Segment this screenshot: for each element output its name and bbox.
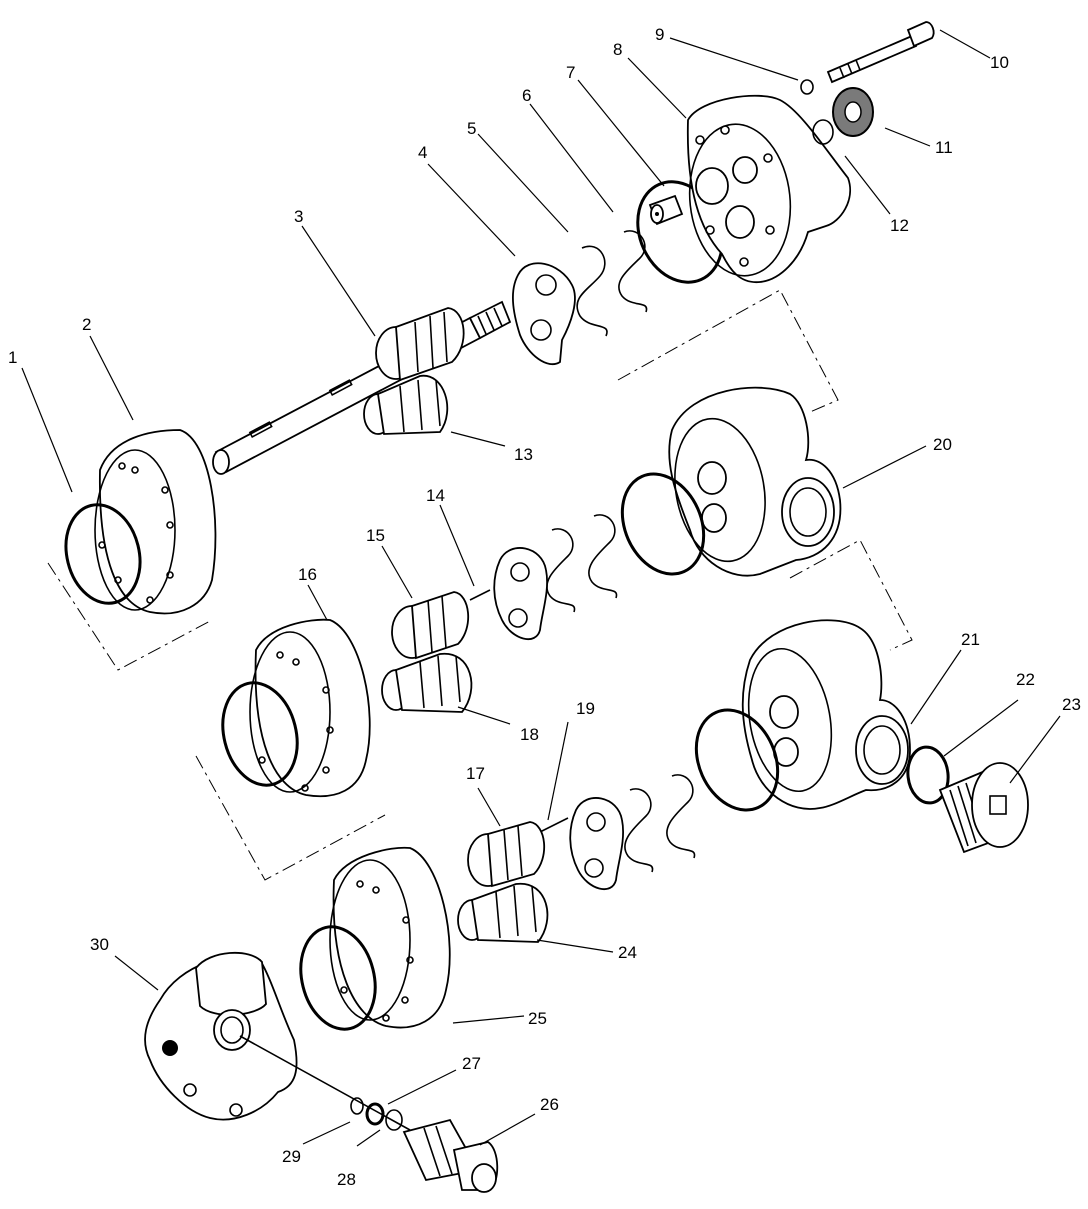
driven-gear-13 bbox=[363, 375, 449, 435]
callout-15: 15 bbox=[366, 526, 385, 545]
gasket-middle bbox=[546, 528, 576, 613]
o-ring-25 bbox=[299, 925, 377, 1031]
callout-8: 8 bbox=[613, 40, 622, 59]
callout-25: 25 bbox=[528, 1009, 547, 1028]
callout-28: 28 bbox=[337, 1170, 356, 1189]
callout-6: 6 bbox=[522, 86, 531, 105]
callout-labels: 1 2 3 4 5 6 7 8 9 10 11 12 13 14 15 16 1… bbox=[8, 25, 1081, 1189]
callout-17: 17 bbox=[466, 764, 485, 783]
callout-12: 12 bbox=[890, 216, 909, 235]
o-ring-lower bbox=[694, 708, 780, 812]
retaining-ring-12 bbox=[812, 119, 834, 145]
callout-22: 22 bbox=[1016, 670, 1035, 689]
o-ring-middle bbox=[620, 472, 706, 576]
seal-5 bbox=[576, 245, 608, 337]
washer-9 bbox=[800, 79, 814, 95]
callout-7: 7 bbox=[566, 63, 575, 82]
callout-19: 19 bbox=[576, 699, 595, 718]
callout-4: 4 bbox=[418, 143, 427, 162]
front-cover-8 bbox=[686, 94, 851, 283]
center-housing-20 bbox=[668, 386, 842, 577]
o-ring-22 bbox=[906, 745, 950, 805]
seal-middle bbox=[588, 514, 618, 599]
callout-16: 16 bbox=[298, 565, 317, 584]
wear-plate-lower bbox=[569, 797, 624, 891]
callout-29: 29 bbox=[282, 1147, 301, 1166]
driven-gear-24 bbox=[457, 883, 549, 943]
plug-23 bbox=[938, 762, 1029, 854]
gear-housing-16 bbox=[249, 618, 371, 798]
callout-24: 24 bbox=[618, 943, 637, 962]
gasket-lower bbox=[624, 788, 654, 873]
leader-lines bbox=[21, 29, 1061, 1147]
o-ring-1 bbox=[64, 503, 142, 605]
callout-23: 23 bbox=[1062, 695, 1081, 714]
valve-body-30 bbox=[144, 951, 298, 1121]
backup-gasket-6 bbox=[618, 230, 648, 313]
seal-lower bbox=[666, 774, 696, 859]
drive-gear bbox=[375, 307, 465, 382]
callout-26: 26 bbox=[540, 1095, 559, 1114]
o-ring-16 bbox=[221, 681, 299, 787]
callout-13: 13 bbox=[514, 445, 533, 464]
callout-18: 18 bbox=[520, 725, 539, 744]
callout-1: 1 bbox=[8, 348, 17, 367]
wear-plate-4 bbox=[512, 262, 576, 365]
callout-20: 20 bbox=[933, 435, 952, 454]
o-ring-29 bbox=[350, 1097, 364, 1115]
callout-30: 30 bbox=[90, 935, 109, 954]
drive-gear-17 bbox=[467, 821, 546, 888]
dowel-pin bbox=[648, 194, 684, 226]
shaft-seal-11 bbox=[832, 87, 874, 137]
gear-housing-25 bbox=[329, 846, 451, 1029]
callout-21: 21 bbox=[961, 630, 980, 649]
relief-valve-26 bbox=[402, 1118, 499, 1193]
pin-14 bbox=[469, 589, 491, 601]
front-gear-housing bbox=[94, 429, 217, 615]
rear-housing-21 bbox=[741, 619, 911, 810]
callout-3: 3 bbox=[294, 207, 303, 226]
callout-2: 2 bbox=[82, 315, 91, 334]
callout-9: 9 bbox=[655, 25, 664, 44]
callout-10: 10 bbox=[990, 53, 1009, 72]
callout-14: 14 bbox=[426, 486, 445, 505]
backup-ring-27 bbox=[365, 1102, 385, 1126]
wear-plate-middle bbox=[493, 547, 548, 641]
callout-27: 27 bbox=[462, 1054, 481, 1073]
o-ring-28 bbox=[385, 1109, 403, 1131]
bolt-10 bbox=[826, 21, 935, 84]
pin-19 bbox=[539, 817, 569, 833]
drive-shaft bbox=[212, 300, 512, 475]
driven-gear-18 bbox=[381, 653, 473, 713]
callout-5: 5 bbox=[467, 119, 476, 138]
assembly-guides bbox=[47, 289, 913, 881]
drive-gear-15 bbox=[391, 591, 470, 660]
callout-11: 11 bbox=[935, 138, 953, 157]
